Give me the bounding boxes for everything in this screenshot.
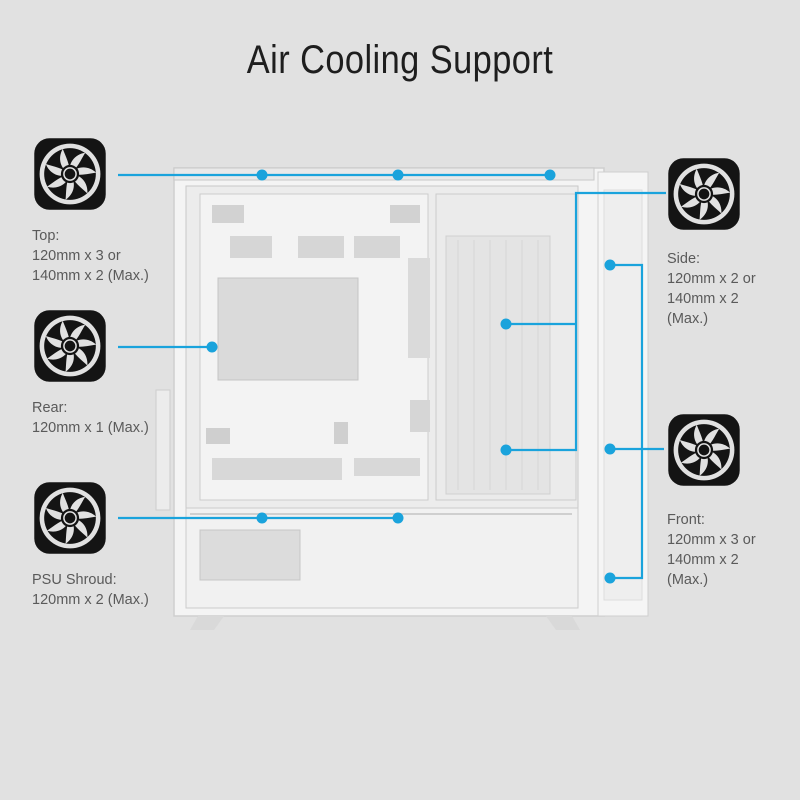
label-line: 140mm x 2 bbox=[667, 291, 739, 307]
label-line: 140mm x 2 bbox=[667, 552, 739, 568]
label-line: Front: bbox=[667, 512, 705, 528]
label-line: 120mm x 2 (Max.) bbox=[32, 592, 149, 608]
fan-icon bbox=[668, 414, 740, 486]
label-line: 120mm x 3 or bbox=[667, 532, 756, 548]
label-line: 120mm x 1 (Max.) bbox=[32, 420, 149, 436]
pc-case-illustration bbox=[155, 167, 649, 630]
label-line: 140mm x 2 (Max.) bbox=[32, 268, 149, 284]
label-line: PSU Shroud: bbox=[32, 572, 117, 588]
fan-icon bbox=[34, 138, 106, 210]
rear-fan-label: Rear: 120mm x 1 (Max.) bbox=[32, 398, 149, 438]
label-line: Top: bbox=[32, 228, 60, 244]
front-fan-label: Front: 120mm x 3 or 140mm x 2 (Max.) bbox=[667, 510, 756, 590]
page-title: Air Cooling Support bbox=[246, 38, 554, 82]
label-line: Rear: bbox=[32, 400, 68, 416]
label-line: Side: bbox=[667, 251, 701, 267]
side-fan-label: Side: 120mm x 2 or 140mm x 2 (Max.) bbox=[667, 249, 756, 329]
label-line: 120mm x 3 or bbox=[32, 248, 121, 264]
psu-shroud-fan-label: PSU Shroud: 120mm x 2 (Max.) bbox=[32, 570, 149, 610]
callout-dots bbox=[206, 169, 616, 584]
top-fan-label: Top: 120mm x 3 or 140mm x 2 (Max.) bbox=[32, 226, 149, 286]
fan-icon bbox=[668, 158, 740, 230]
label-line: 120mm x 2 or bbox=[667, 271, 756, 287]
fan-icon bbox=[34, 482, 106, 554]
label-line: (Max.) bbox=[667, 311, 709, 327]
label-line: (Max.) bbox=[667, 572, 709, 588]
fan-icon bbox=[34, 310, 106, 382]
